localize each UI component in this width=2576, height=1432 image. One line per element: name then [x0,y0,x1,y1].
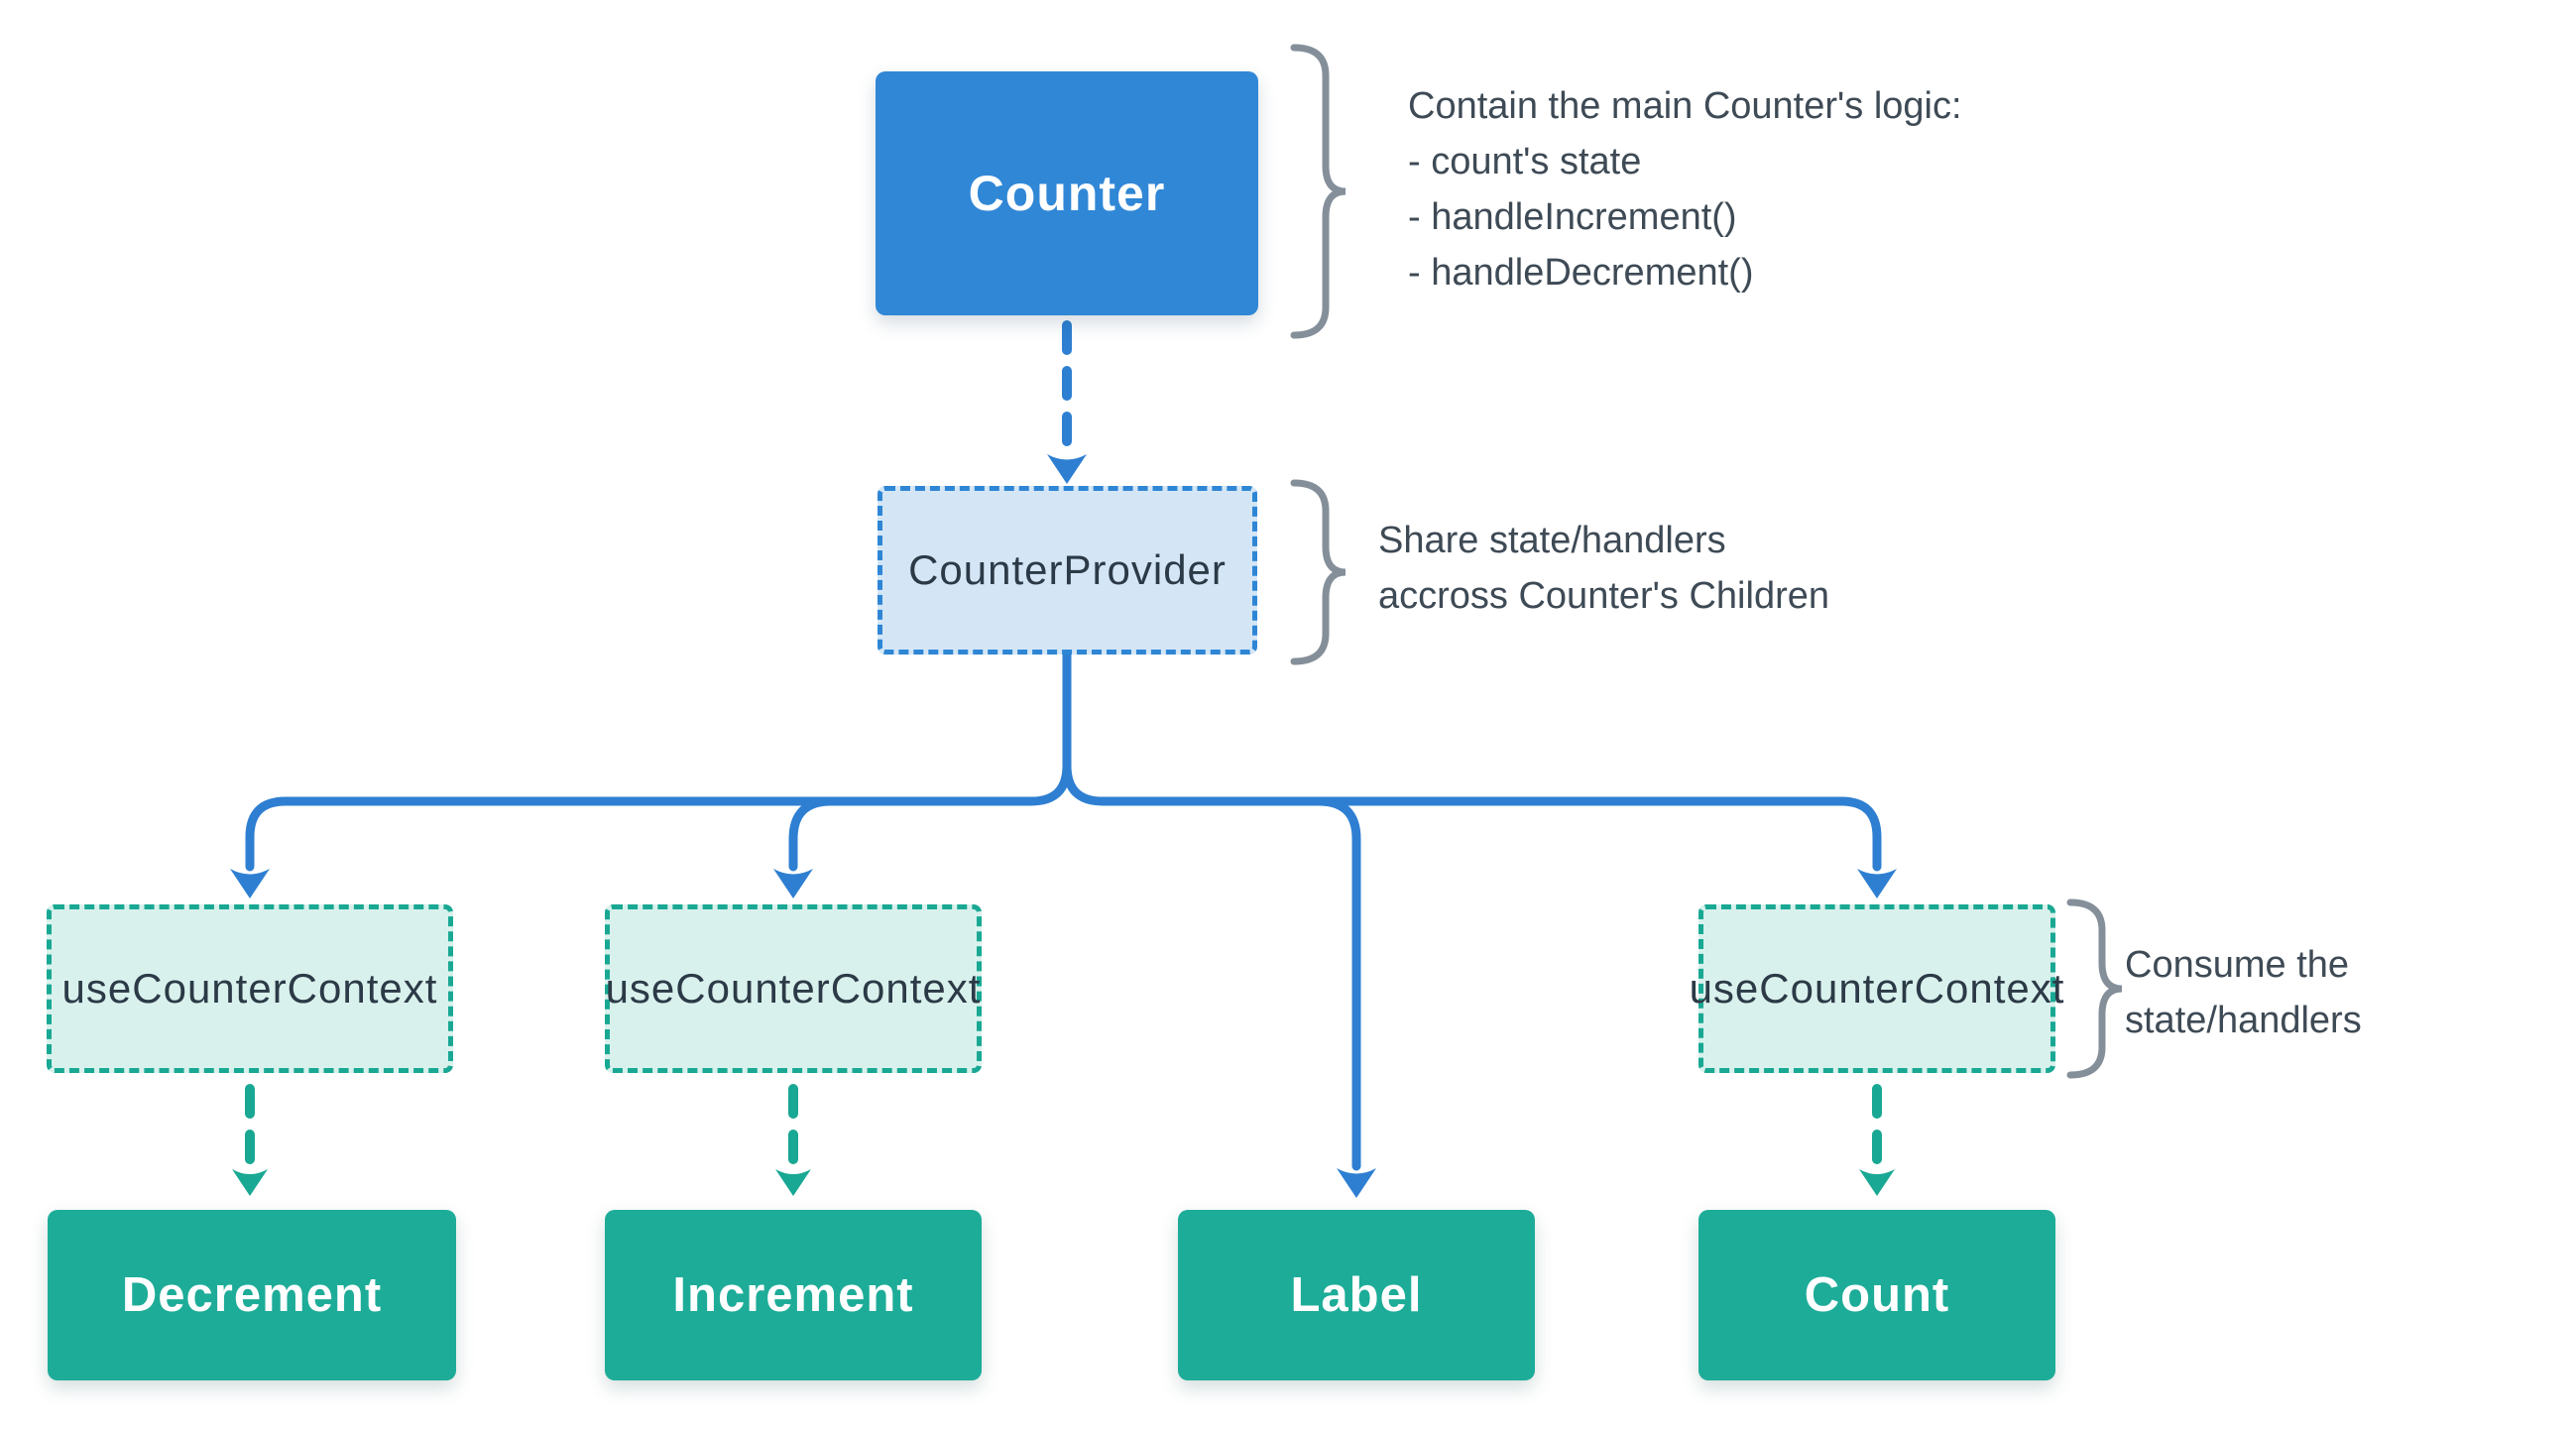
curly-brace-consumer-note-icon [2066,898,2123,1079]
annotation-line: - count's state [1408,141,1642,182]
arrowhead-to-hook1 [230,869,270,898]
arrowhead-to-label [1337,1168,1376,1198]
connector-provider-to-hook1 [245,650,1072,872]
annotation-line: state/handlers [2125,1000,2362,1041]
curly-brace-provider-note-icon [1290,479,1347,665]
annotation-line: - handleIncrement() [1408,196,1737,238]
connector-provider-to-hook2 [788,796,836,872]
count-node: Count [1698,1210,2055,1380]
counter-annotation: Contain the main Counter's logic: - coun… [1408,78,1962,300]
increment-node: Increment [605,1210,982,1380]
annotation-line: Consume the [2125,944,2350,986]
arrowhead-hook3-to-count [1859,1169,1895,1196]
provider-annotation: Share state/handlers accross Counter's C… [1378,513,1829,624]
arrowhead-to-hook2 [773,869,813,898]
arrowhead-hook2-to-increment [775,1169,811,1196]
annotation-line: accross Counter's Children [1378,575,1829,617]
label-node: Label [1178,1210,1535,1380]
annotation-line: - handleDecrement() [1408,252,1754,294]
counter-node: Counter [876,71,1258,315]
use-counter-context-node-2: useCounterContext [605,904,982,1073]
use-counter-context-node-3: useCounterContext [1690,904,2063,1073]
arrowhead-to-hook3 [1857,869,1897,898]
arrowhead-counter-to-provider [1047,454,1087,484]
connector-provider-to-hook3 [1062,650,1882,872]
decrement-node: Decrement [48,1210,456,1380]
consumer-annotation: Consume the state/handlers [2125,937,2362,1048]
annotation-line: Contain the main Counter's logic: [1408,85,1962,127]
arrowhead-hook1-to-decrement [232,1169,268,1196]
connector-provider-to-label [1314,796,1361,1171]
use-counter-context-node-1: useCounterContext [47,904,453,1073]
annotation-line: Share state/handlers [1378,520,1726,561]
counter-provider-node: CounterProvider [878,486,1257,655]
curly-brace-counter-note-icon [1290,44,1347,339]
